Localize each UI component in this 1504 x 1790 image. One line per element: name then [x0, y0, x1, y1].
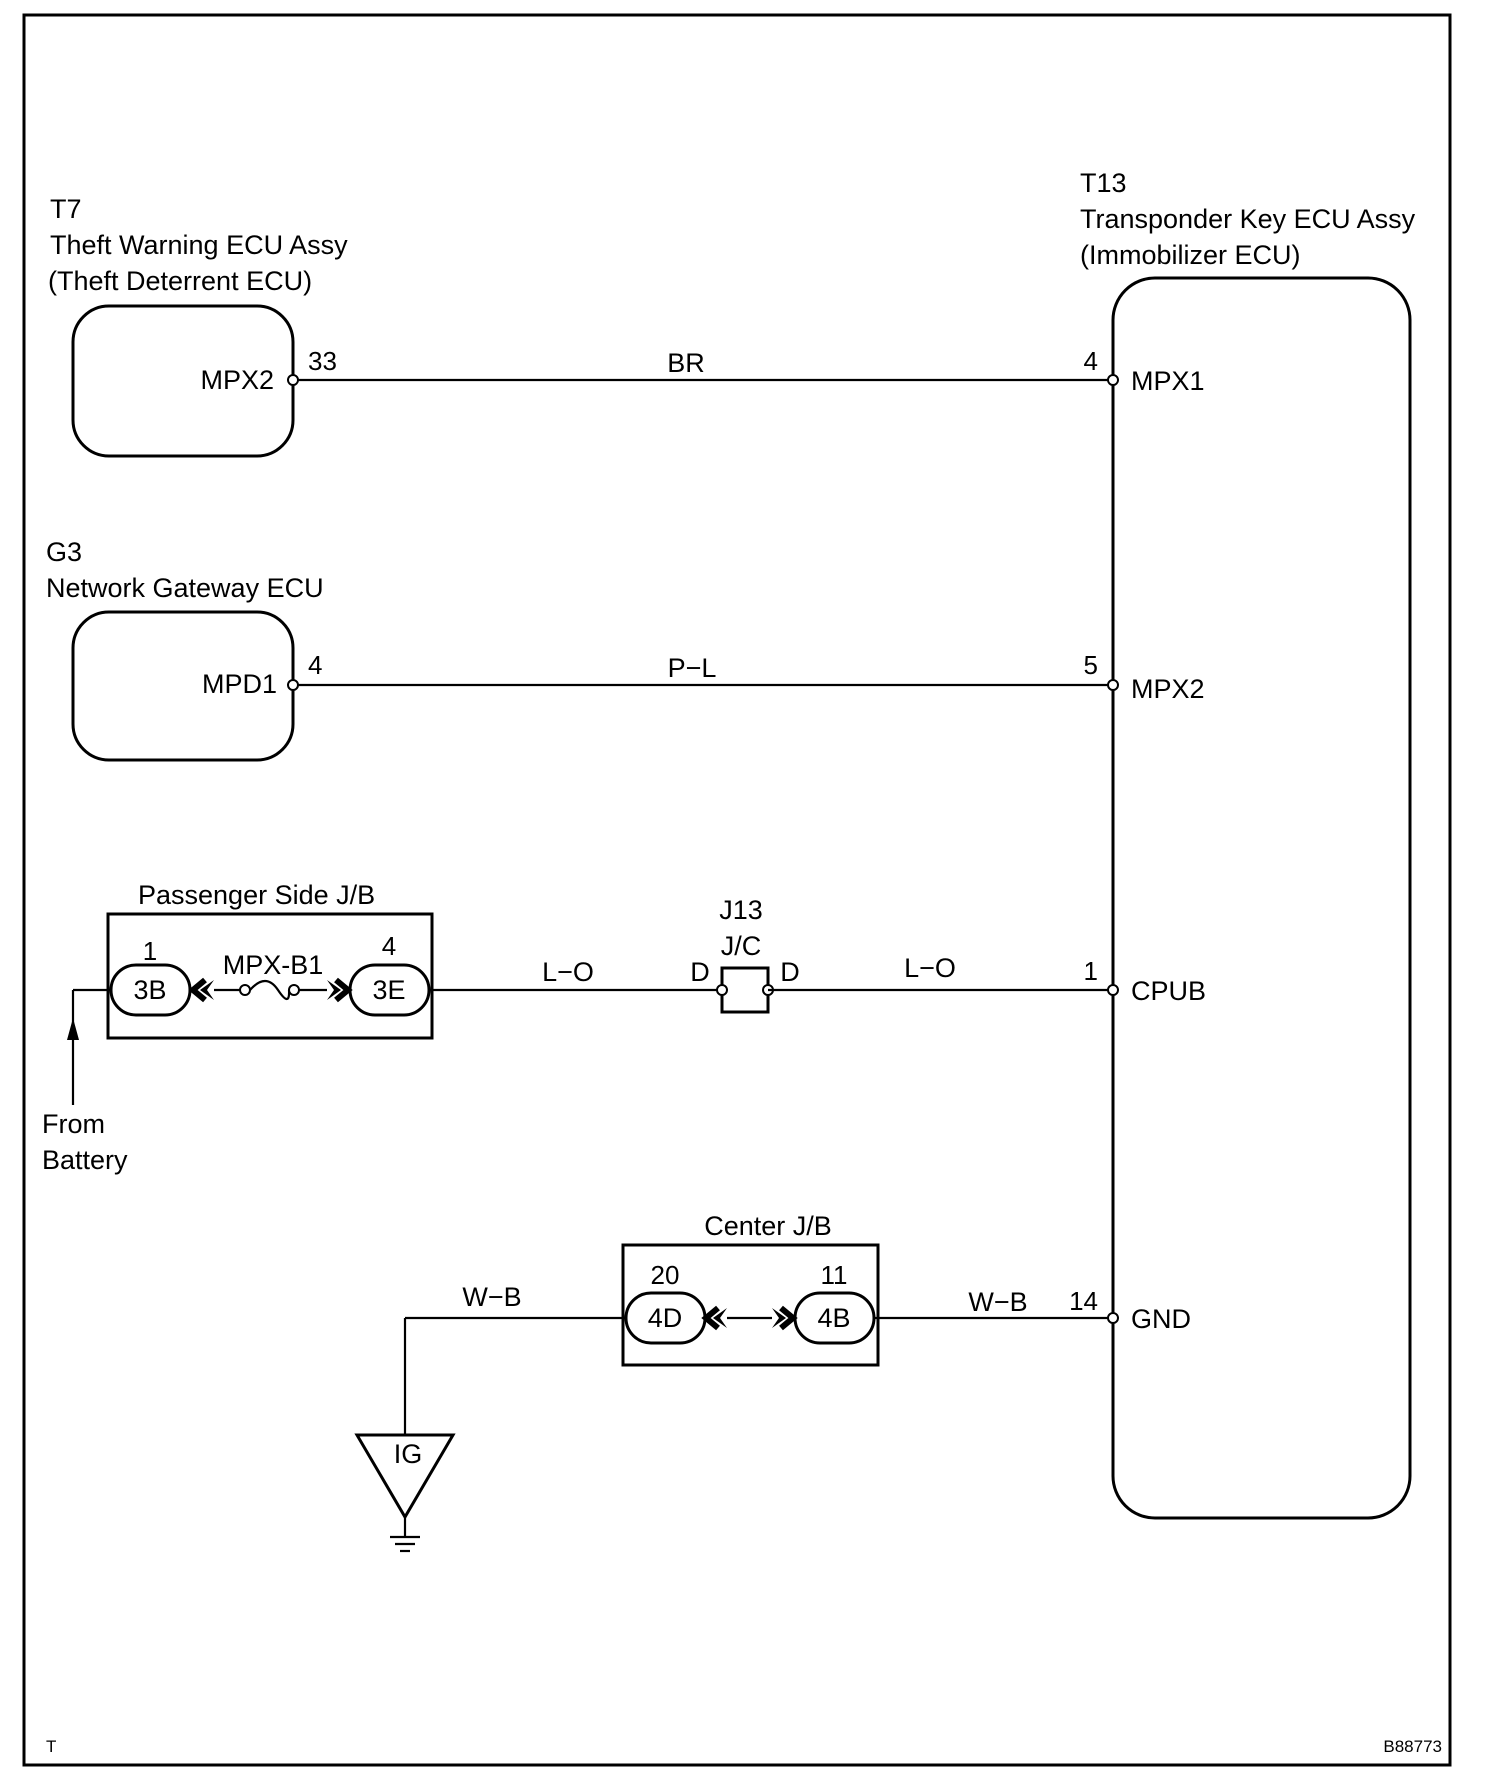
t7-pin-number: 33	[308, 346, 337, 376]
center-jb-right-pin: 11	[821, 1260, 848, 1290]
ground-label: IG	[394, 1439, 423, 1469]
ground-ig: IG	[354, 1433, 456, 1553]
passenger-jb-right-pin: 4	[382, 931, 396, 961]
center-right-chevron-outer-icon	[779, 1305, 798, 1331]
fuse-terminal-right	[288, 984, 300, 996]
connector-4d-label: 4D	[648, 1303, 683, 1333]
g3-terminal	[287, 679, 299, 691]
footer-figure-id: B88773	[1383, 1737, 1442, 1756]
t13-subname: (Immobilizer ECU)	[1080, 240, 1301, 270]
t13-code: T13	[1080, 168, 1127, 198]
wire-wb-right-label: W−B	[968, 1287, 1027, 1317]
battery-line1: From	[42, 1109, 105, 1139]
j13-box	[720, 966, 770, 1014]
passenger-jb-name: Passenger Side J/B	[138, 880, 375, 910]
connector-3e-label: 3E	[372, 975, 405, 1005]
left-chevron-icon	[200, 980, 214, 1000]
center-jb-box	[621, 1243, 880, 1367]
j13-junction-connector: J13 J/C D D	[690, 895, 800, 1014]
center-jb: Center J/B 20 11 4D 4B	[621, 1211, 880, 1367]
t7-theft-warning-ecu: T7 Theft Warning ECU Assy (Theft Deterre…	[48, 194, 348, 458]
t7-subname: (Theft Deterrent ECU)	[48, 266, 312, 296]
fuse-icon	[249, 979, 291, 1001]
fuse-label: MPX-B1	[223, 950, 324, 980]
wire-lo-left-label: L−O	[542, 957, 594, 987]
footer-left-mark: T	[46, 1737, 56, 1756]
center-right-chevron-icon	[772, 1308, 786, 1328]
t13-terminal-gnd	[1107, 1312, 1119, 1324]
g3-name: Network Gateway ECU	[46, 573, 324, 603]
wire-lo-right-label: L−O	[904, 953, 956, 983]
t13-pin-number-mpx2: 5	[1084, 650, 1098, 680]
j13-code: J13	[719, 895, 763, 925]
ground-triangle	[354, 1433, 456, 1520]
t13-pin-number-mpx1: 4	[1084, 346, 1098, 376]
t13-pin-label-gnd: GND	[1131, 1304, 1191, 1334]
diagram-frame	[22, 13, 1452, 1767]
j13-right-pin: D	[780, 957, 800, 987]
battery-arrow-icon	[67, 1018, 79, 1040]
passenger-jb-left-pin: 1	[143, 936, 157, 966]
j13-type: J/C	[721, 931, 762, 961]
wire-pl-label: P−L	[668, 653, 717, 683]
t13-transponder-key-ecu: T13 Transponder Key ECU Assy (Immobilize…	[1069, 168, 1416, 1520]
battery-line2: Battery	[42, 1145, 128, 1175]
wire-br-label: BR	[667, 348, 705, 378]
t7-terminal	[287, 374, 299, 386]
t13-name: Transponder Key ECU Assy	[1080, 204, 1416, 234]
g3-network-gateway-ecu: G3 Network Gateway ECU MPD1 4	[46, 537, 324, 762]
t13-ecu-box	[1111, 276, 1412, 1520]
t13-pin-label-cpub: CPUB	[1131, 976, 1206, 1006]
center-jb-name: Center J/B	[704, 1211, 832, 1241]
center-left-chevron-icon	[713, 1308, 727, 1328]
fuse-terminal-left	[239, 984, 251, 996]
g3-code: G3	[46, 537, 82, 567]
right-chevron-outer-icon	[334, 977, 353, 1003]
g3-pin-number: 4	[308, 650, 322, 680]
t13-terminal-mpx1	[1107, 374, 1119, 386]
g3-pin-label: MPD1	[202, 669, 277, 699]
left-chevron-outer-icon	[188, 977, 207, 1003]
t13-pin-label-mpx2: MPX2	[1131, 674, 1205, 704]
j13-left-pin: D	[690, 957, 710, 987]
connector-3b-label: 3B	[133, 975, 166, 1005]
connector-4b-label: 4B	[817, 1303, 850, 1333]
j13-terminal-left	[716, 984, 728, 996]
wire-wb-left-label: W−B	[462, 1282, 521, 1312]
center-left-chevron-outer-icon	[701, 1305, 720, 1331]
t7-pin-label: MPX2	[200, 365, 274, 395]
center-jb-left-pin: 20	[651, 1260, 680, 1290]
right-chevron-icon	[327, 980, 341, 1000]
t13-terminal-mpx2	[1107, 679, 1119, 691]
t13-pin-number-cpub: 1	[1084, 956, 1098, 986]
t13-terminal-cpub	[1107, 984, 1119, 996]
passenger-side-jb: Passenger Side J/B 1 4 3B 3E MPX-B1	[106, 880, 434, 1040]
passenger-jb-box	[106, 912, 434, 1040]
t7-name: Theft Warning ECU Assy	[50, 230, 348, 260]
t7-code: T7	[50, 194, 82, 224]
t13-pin-number-gnd: 14	[1069, 1286, 1098, 1316]
t13-pin-label-mpx1: MPX1	[1131, 366, 1205, 396]
